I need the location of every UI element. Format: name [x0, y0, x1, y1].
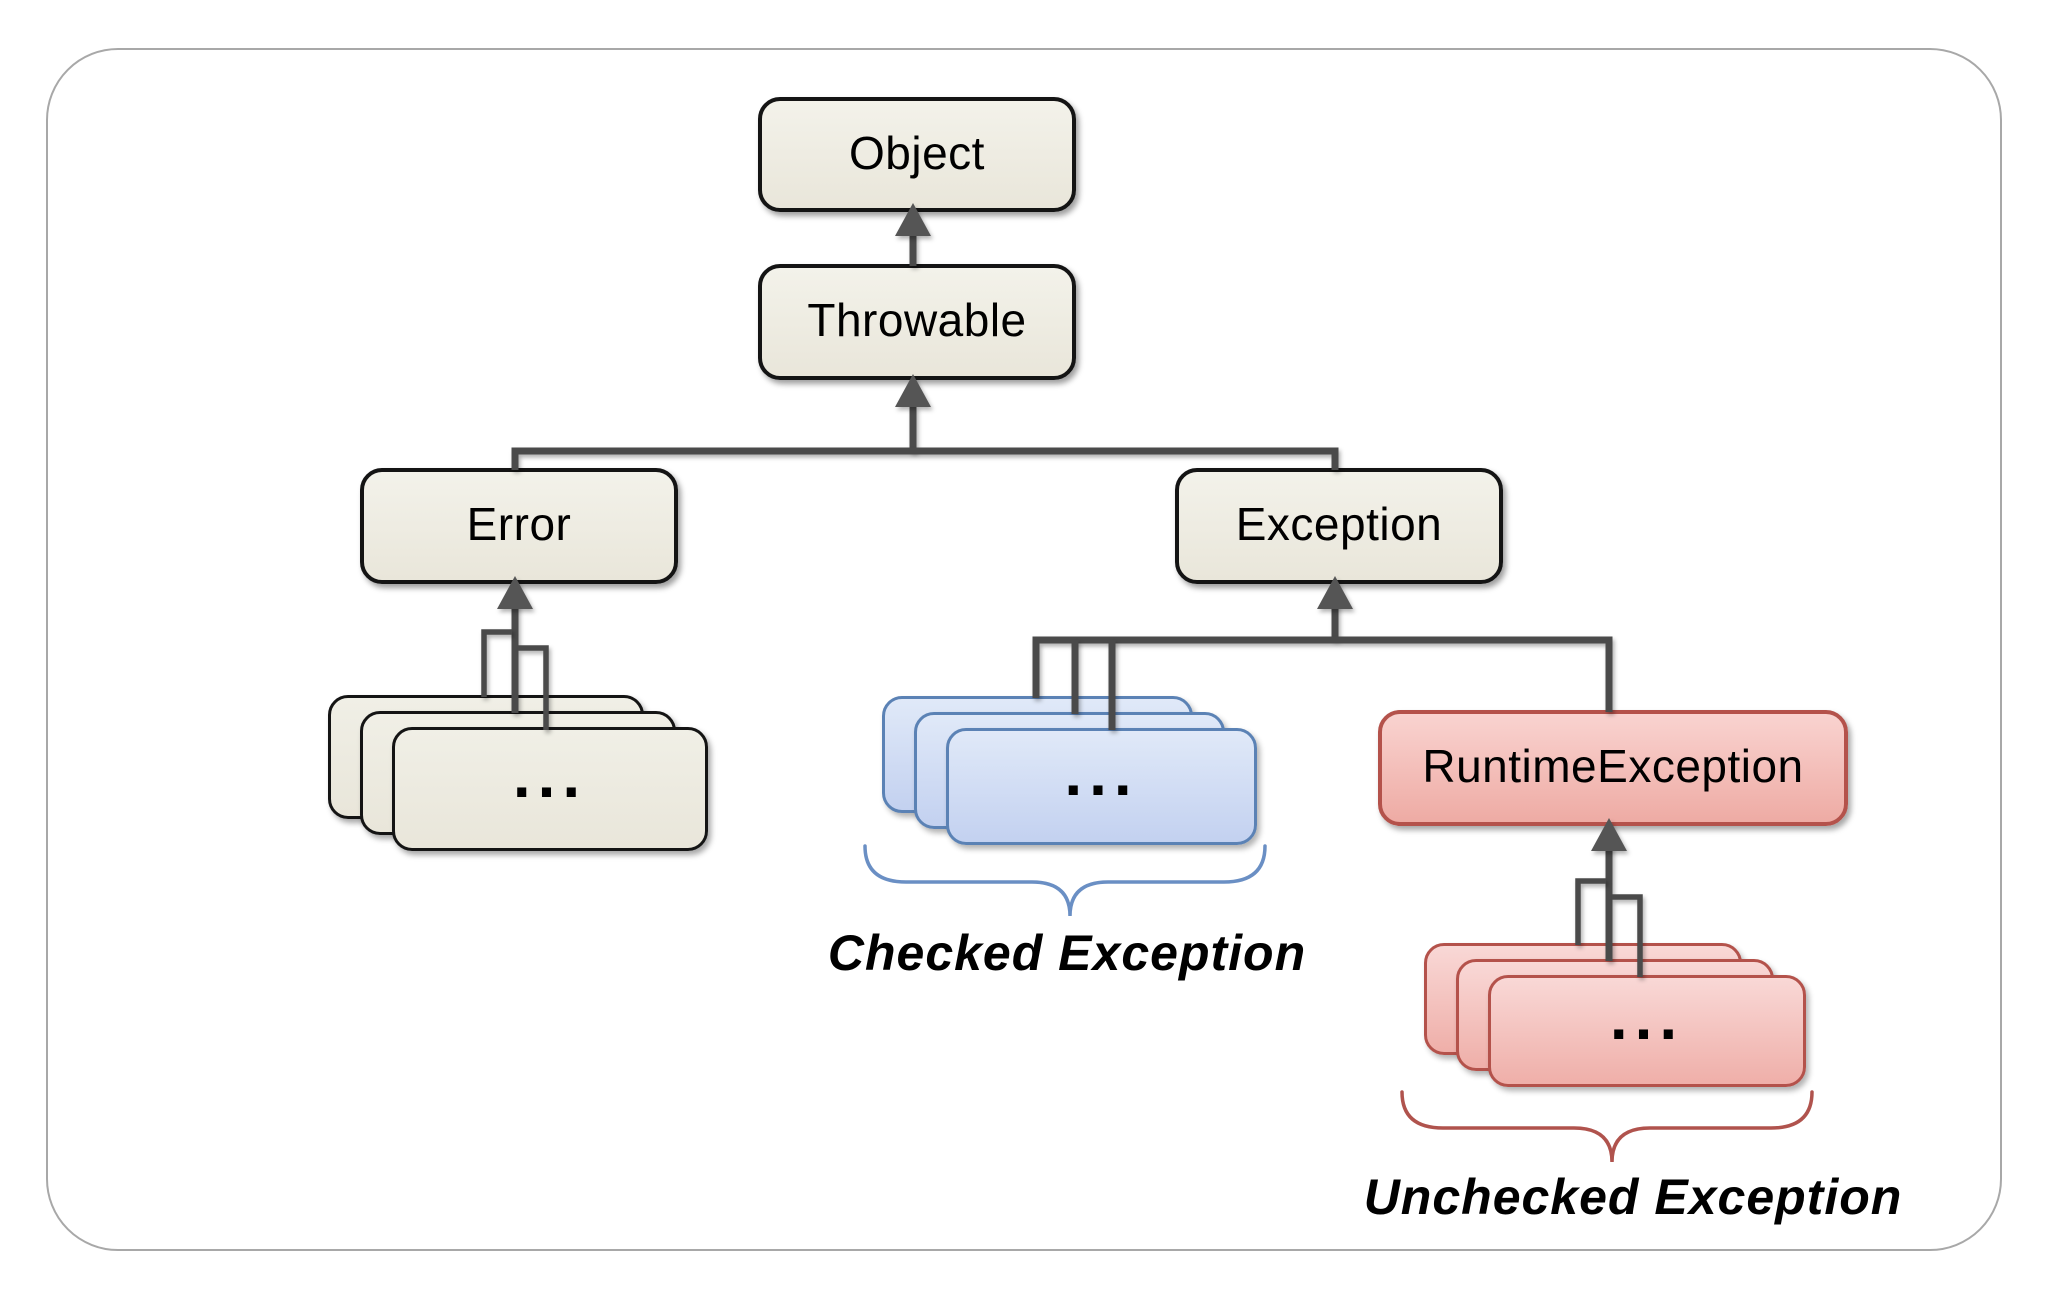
- checked-exceptions-ellipsis: ...: [1064, 736, 1139, 809]
- node-runtime-exception-label: RuntimeException: [1422, 740, 1804, 792]
- unchecked-exception-card-front: ...: [1488, 975, 1806, 1087]
- node-error: Error: [360, 468, 678, 584]
- error-subclasses-ellipsis: ...: [512, 739, 588, 811]
- node-exception-label: Exception: [1235, 498, 1443, 550]
- node-throwable: Throwable: [758, 264, 1076, 380]
- node-object-label: Object: [849, 126, 985, 179]
- caption-checked-exception: Checked Exception: [827, 925, 1307, 981]
- node-exception: Exception: [1175, 468, 1503, 584]
- node-runtime-exception: RuntimeException: [1378, 710, 1848, 826]
- error-subclass-card-front: ...: [392, 727, 708, 851]
- unchecked-exceptions-ellipsis: ...: [1609, 981, 1685, 1053]
- checked-exception-card-front: ...: [946, 728, 1257, 845]
- caption-unchecked-exception: Unchecked Exception: [1363, 1169, 1903, 1225]
- node-error-label: Error: [466, 498, 572, 550]
- node-object: Object: [758, 97, 1076, 212]
- node-throwable-label: Throwable: [807, 294, 1027, 346]
